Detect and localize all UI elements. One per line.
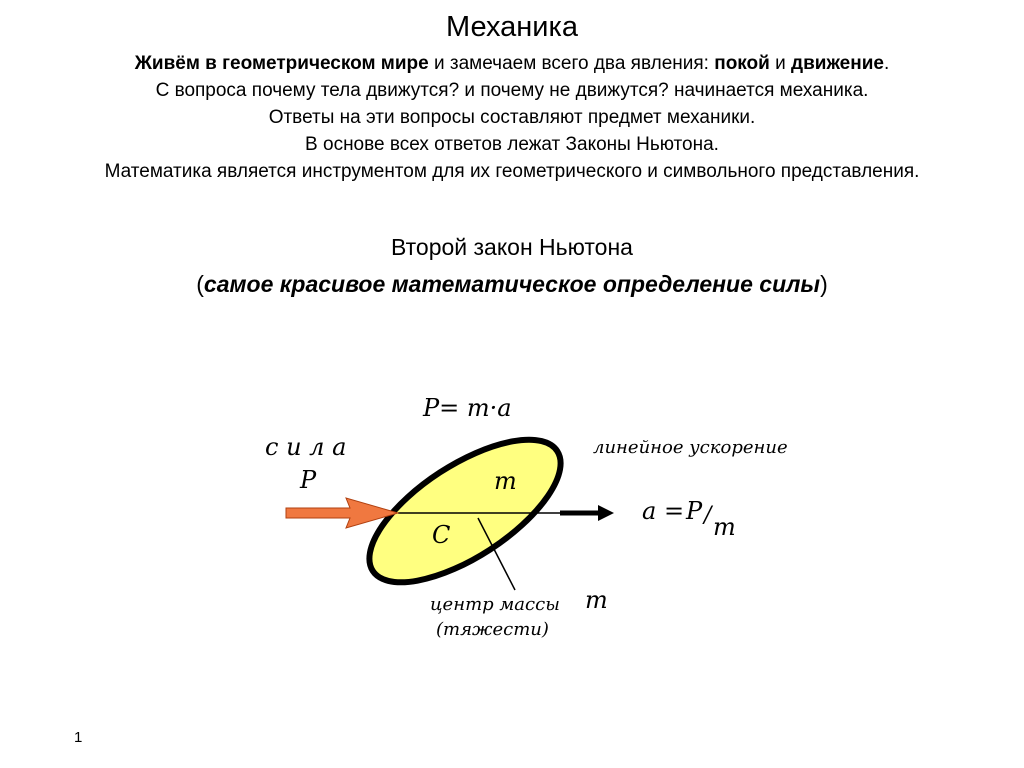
acceleration-formula-m: m [713, 513, 736, 541]
gravity-label: (тяжести) [436, 619, 549, 640]
acceleration-formula-a: a = [642, 497, 684, 525]
acceleration-formula-slash: / [702, 503, 714, 528]
acceleration-label: линейное ускорение [593, 437, 788, 458]
rigid-body-ellipse [366, 436, 564, 586]
acceleration-arrow-head [598, 505, 614, 521]
law-title: Второй закон Ньютона [391, 234, 633, 260]
mass-label: m [494, 467, 517, 495]
intro-line-1: Живём в геометрическом мире и замечаем в… [134, 53, 890, 74]
formula-label: P= m·a [422, 394, 512, 422]
newton-law-diagram: P= m·a с и л а P линейное ускорение m C … [265, 394, 788, 640]
intro-bold-geometric-world: Живём в геометрическом мире [134, 53, 429, 74]
intro-bold-motion: движение [791, 53, 884, 74]
force-arrow [285, 497, 400, 529]
intro-bold-rest: покой [714, 53, 770, 74]
intro-text: Живём в геометрическом мире и замечаем в… [0, 50, 1024, 185]
center-pointer-line [477, 517, 516, 591]
law-subtitle-emphasis: самое красивое математическое определени… [203, 271, 821, 297]
law-subtitle: (самое красивое математическое определен… [196, 271, 828, 297]
force-symbol-label: P [299, 466, 317, 494]
center-label: C [432, 521, 450, 549]
center-of-mass-m: m [585, 586, 608, 614]
acceleration-formula-P: P [685, 497, 703, 525]
center-of-mass-label: центр массы [430, 594, 560, 615]
force-word-label: с и л а [265, 433, 346, 461]
intro-line-4: В основе всех ответов лежат Законы Ньюто… [305, 134, 719, 155]
intro-line-2: С вопроса почему тела движутся? и почему… [155, 80, 869, 101]
intro-line-3: Ответы на эти вопросы составляют предмет… [268, 107, 756, 128]
page-number: 1 [74, 729, 83, 746]
slide-title: Механика [446, 11, 578, 43]
intro-line-5: Математика является инструментом для их … [104, 161, 920, 182]
